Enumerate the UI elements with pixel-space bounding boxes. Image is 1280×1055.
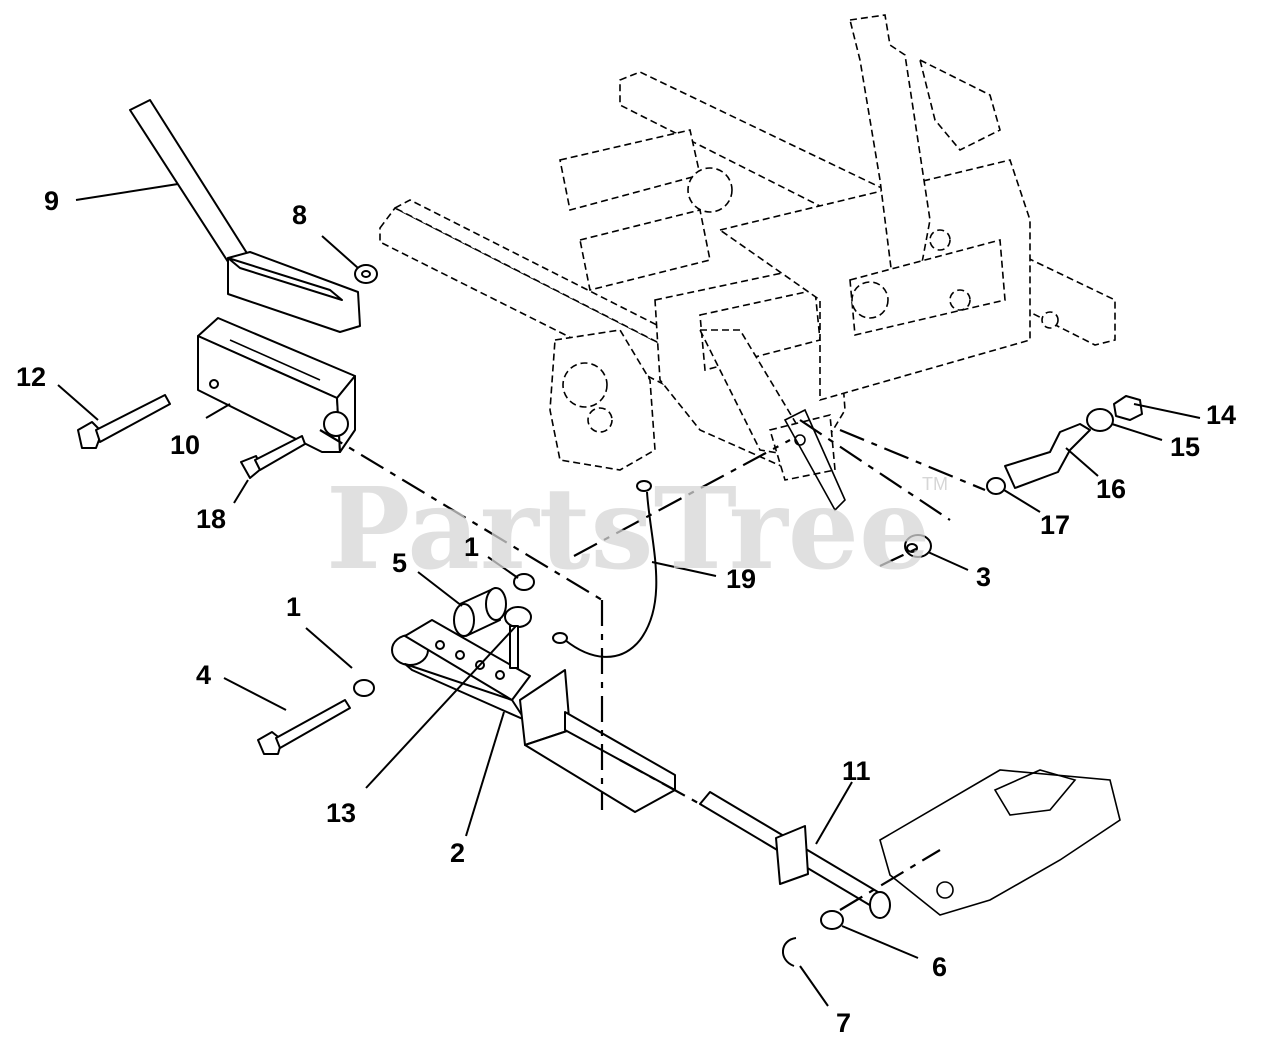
bolt-4 (257, 699, 351, 755)
callout-19: 19 (726, 564, 756, 594)
spacer-17 (986, 477, 1006, 495)
leader-lines (57, 183, 1201, 1007)
callout-7: 7 (836, 1008, 851, 1038)
screw-18 (240, 435, 306, 479)
centerlines (319, 419, 986, 911)
callout-18: 18 (196, 504, 226, 534)
lift-handle (129, 99, 361, 333)
callout-15: 15 (1170, 432, 1200, 462)
callout-9: 9 (44, 186, 59, 216)
cable-19 (552, 480, 658, 658)
nut-8 (354, 264, 378, 284)
callout-10: 10 (170, 430, 200, 460)
callout-5: 5 (392, 548, 407, 578)
bushing-5 (453, 587, 507, 637)
bolt-12 (77, 394, 171, 449)
tractor-frame (379, 14, 1116, 512)
callout-3: 3 (976, 562, 991, 592)
washer-15 (1086, 408, 1114, 432)
deck-arm (879, 769, 1121, 916)
callout-11: 11 (842, 756, 871, 786)
callout-1-lower: 1 (286, 592, 301, 622)
pin-13 (504, 606, 532, 669)
callout-numbers: 9 8 12 10 18 1 5 1 4 13 2 19 3 17 16 15 … (16, 186, 1236, 1038)
handle-bracket (197, 317, 356, 453)
lift-shaft-11 (699, 791, 891, 919)
watermark: PartsTree (326, 464, 930, 595)
callout-8: 8 (292, 200, 307, 230)
washer-6 (820, 910, 844, 930)
nut-14 (1113, 395, 1143, 421)
callout-1-upper: 1 (464, 532, 479, 562)
height-adjust-bracket (391, 619, 676, 813)
callout-4: 4 (196, 660, 211, 690)
watermark-tm: TM (922, 474, 948, 494)
strap-16 (1004, 423, 1091, 489)
callout-12: 12 (16, 362, 46, 392)
callout-16: 16 (1096, 474, 1126, 504)
callout-14: 14 (1206, 400, 1236, 430)
washer-1-upper (513, 573, 535, 591)
callout-6: 6 (932, 952, 947, 982)
callout-2: 2 (450, 838, 465, 868)
clip-7 (782, 937, 797, 967)
callout-17: 17 (1040, 510, 1070, 540)
washer-1-lower (353, 679, 375, 697)
callout-13: 13 (326, 798, 356, 828)
